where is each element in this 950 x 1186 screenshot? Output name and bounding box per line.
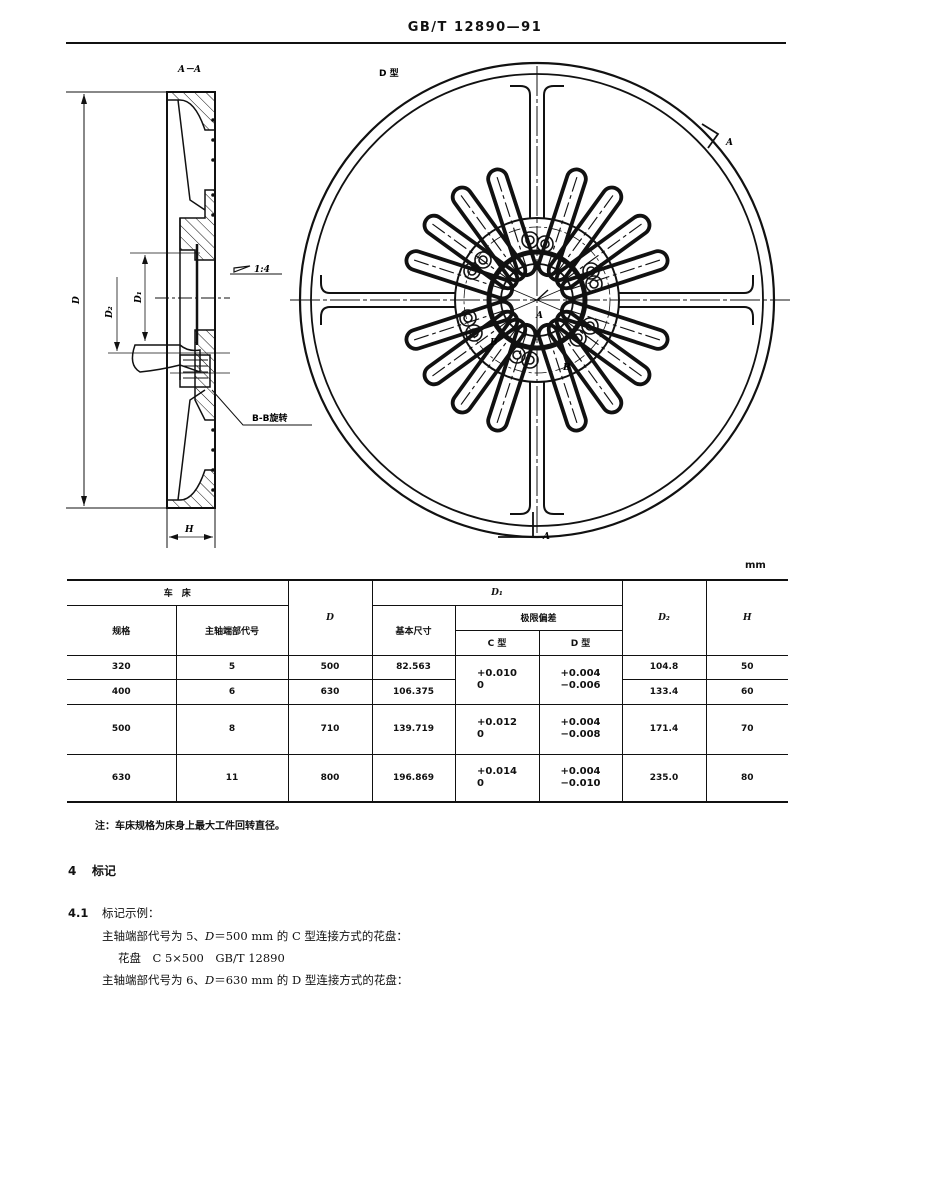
d-tolerance: +0.004−0.010	[538, 753, 623, 803]
header-limit-deviation: 极限偏差	[454, 604, 622, 631]
header-lathe: 车 床	[67, 579, 289, 606]
header-spec: 规格	[67, 604, 177, 656]
svg-text:1:4: 1:4	[254, 265, 270, 275]
header-D1: D₁	[371, 579, 623, 606]
section-view: A－A D	[66, 65, 312, 548]
d-tolerance: +0.004−0.006	[538, 654, 623, 705]
example-1-mark: 花盘 C 5×500 GB/T 12890	[118, 951, 285, 965]
table-note: 注：车床规格为床身上最大工件回转直径。	[95, 821, 285, 832]
svg-text:D₁: D₁	[134, 291, 144, 304]
svg-text:A: A	[542, 532, 550, 542]
svg-text:B-B旋转: B-B旋转	[252, 412, 287, 424]
d-tolerance: +0.004−0.008	[538, 703, 623, 755]
header-c-type: C 型	[455, 629, 540, 656]
svg-text:D: D	[72, 296, 82, 305]
svg-text:A: A	[535, 311, 543, 321]
svg-text:B: B	[562, 363, 571, 373]
standard-code-header: GB/T 12890—91	[407, 20, 543, 35]
svg-text:H: H	[184, 525, 194, 535]
example-1-description: 主轴端部代号为 5、D＝500 mm 的 C 型连接方式的花盘：	[102, 929, 408, 943]
svg-text:A: A	[725, 138, 733, 148]
faceplate-drawing: A－A D	[66, 61, 790, 548]
header-D2: D₂	[621, 579, 707, 656]
header-rule	[66, 42, 786, 44]
example-2-description: 主轴端部代号为 6、D＝630 mm 的 D 型连接方式的花盘：	[102, 973, 409, 987]
header-spindle-code: 主轴端部代号	[175, 604, 289, 656]
plan-view-label: D 型	[379, 67, 399, 79]
svg-text:B: B	[489, 338, 498, 348]
section-view-label: A－A	[177, 65, 201, 75]
header-H: H	[705, 579, 788, 656]
header-basic-size: 基本尺寸	[371, 604, 456, 656]
spec-table: 车 床 D D₁ D₂ H 规格 主轴端部代号 基本尺寸 极限偏差 C 型 D …	[67, 579, 788, 803]
svg-text:D₂: D₂	[105, 306, 115, 319]
table-row: 400 6 630 106.375 133.4 60	[67, 678, 788, 705]
header-d-type: D 型	[538, 629, 622, 656]
table-unit: mm	[745, 560, 766, 571]
plan-view: D 型 A	[290, 61, 790, 542]
header-D: D	[287, 579, 373, 656]
